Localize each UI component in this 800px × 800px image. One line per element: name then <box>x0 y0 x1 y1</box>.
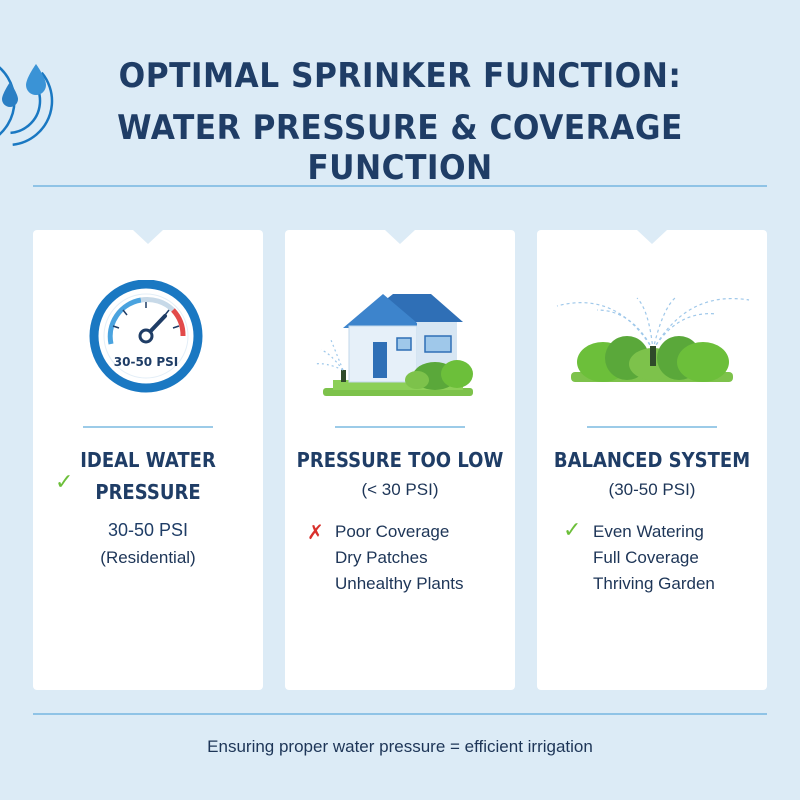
check-icon: ✓ <box>563 518 582 543</box>
list-item: Thriving Garden <box>593 574 715 593</box>
gauge-label: 30-50 PSI <box>114 355 178 369</box>
check-icon: ✓ <box>55 470 74 495</box>
top-divider <box>33 185 767 187</box>
footer-text: Ensuring proper water pressure = efficie… <box>207 737 593 756</box>
list-item: Even Watering <box>593 522 704 541</box>
card-pressure-low: PRESSURE TOO LOW (< 30 PSI) ✗ Poor Cover… <box>285 230 515 690</box>
cross-icon: ✗ <box>307 520 324 544</box>
card-heading-line2: PRESSURE <box>95 480 201 504</box>
card-heading-line1: IDEAL WATER <box>80 448 216 472</box>
card-divider <box>83 426 213 428</box>
water-drop-icon <box>26 64 46 95</box>
bottom-divider <box>33 713 767 715</box>
card-notch <box>133 230 163 244</box>
card-divider <box>587 426 717 428</box>
card-ideal-pressure: 30-50 PSI ✓ IDEAL WATER PRESSURE 30-50 P… <box>33 230 263 690</box>
card-value: 30-50 PSI <box>107 520 189 540</box>
list-item: Full Coverage <box>593 548 699 567</box>
list-item: Dry Patches <box>335 548 428 567</box>
water-drop-logo-icon <box>0 55 54 147</box>
card-note: (Residential) <box>100 548 196 567</box>
list-item: Unhealthy Plants <box>335 574 464 593</box>
card-heading: PRESSURE TOO LOW <box>296 448 504 472</box>
card-notch <box>385 230 415 244</box>
card-sub: (30-50 PSI) <box>608 480 696 499</box>
card-divider <box>335 426 465 428</box>
page-title-line2: WATER PRESSURE & COVERAGE FUNCTION <box>117 108 683 188</box>
page-title-line1: OPTIMAL SPRINKER FUNCTION: <box>118 56 682 96</box>
pressure-gauge-icon: 30-50 PSI <box>89 280 203 393</box>
sprinkler-garden-icon <box>556 297 750 382</box>
list-item: Poor Coverage <box>335 522 450 541</box>
house-icon <box>314 294 473 396</box>
card-heading: BALANCED SYSTEM <box>553 448 751 472</box>
card-sub: (< 30 PSI) <box>361 480 439 499</box>
card-notch <box>637 230 667 244</box>
card-balanced-system: BALANCED SYSTEM (30-50 PSI) ✓ Even Water… <box>537 230 767 690</box>
